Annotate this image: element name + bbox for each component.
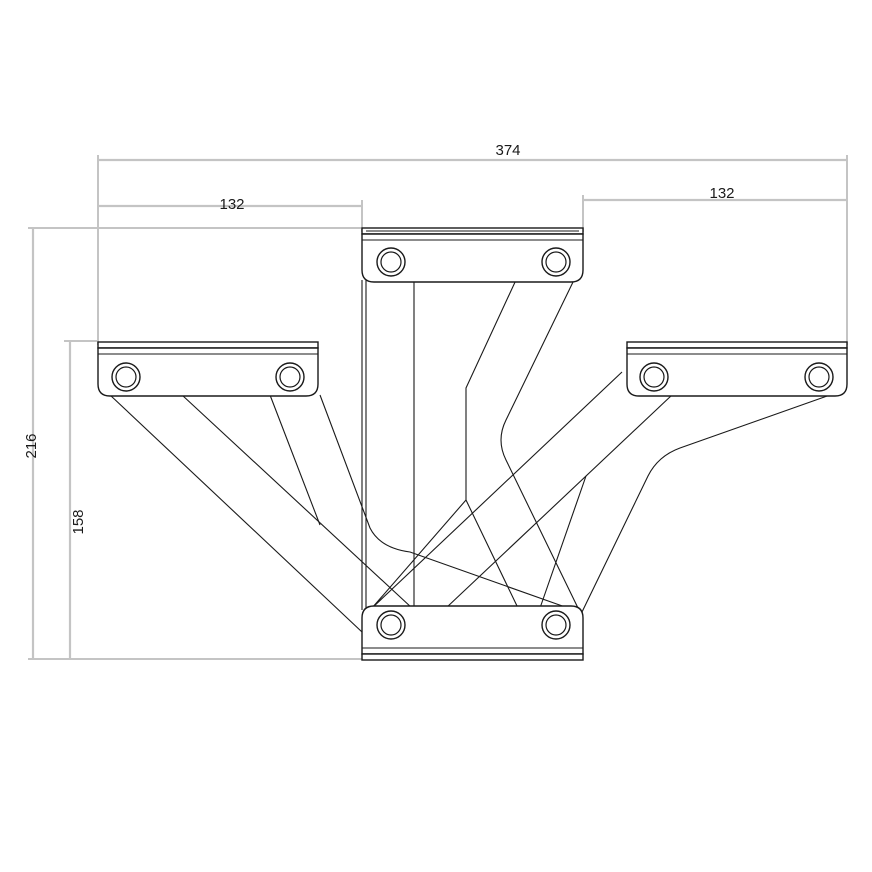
left-strut-1: [109, 394, 363, 633]
bolt-hole-icon: [639, 362, 669, 392]
bolt-hole-icon: [804, 362, 834, 392]
right-plate-flange: [626, 341, 848, 349]
bolt-hole-icon: [541, 247, 571, 277]
left-plate-flange: [97, 341, 319, 349]
dimension-lines: [28, 155, 848, 660]
center-strut-a: [465, 279, 519, 609]
dim-right-offset-text: 132: [709, 185, 734, 202]
bolt-hole-icon: [376, 610, 406, 640]
center-strut-b: [500, 279, 579, 609]
left-bracket-plate: [97, 341, 319, 397]
dim-overall-width-text: 374: [495, 142, 520, 159]
bolt-hole-icon: [275, 362, 305, 392]
left-curved-strut: [319, 394, 569, 609]
dim-left-offset-text: 132: [219, 196, 244, 213]
bolt-hole-icon: [376, 247, 406, 277]
bolt-hole-icon: [541, 610, 571, 640]
left-strut-2: [181, 394, 413, 609]
right-strut-3: [539, 475, 587, 609]
bolt-hole-icon: [111, 362, 141, 392]
left-plate-body: [97, 347, 319, 397]
right-strut-1: [371, 371, 623, 609]
left-strut-3: [269, 394, 321, 526]
right-strut-2: [445, 394, 673, 609]
right-plate-body: [626, 347, 848, 397]
right-bracket-plate: [626, 341, 848, 397]
bottom-center-plate: [361, 605, 584, 661]
right-curved-strut: [581, 394, 831, 613]
dim-overall-height-text: 216: [23, 433, 40, 458]
center-strut-c: [371, 499, 467, 609]
top-center-plate: [361, 227, 584, 283]
dim-bracket-height-text: 158: [70, 509, 87, 534]
frame-members: [109, 279, 831, 633]
bottom-plate-flange: [361, 653, 584, 661]
top-plate-body: [361, 233, 584, 283]
